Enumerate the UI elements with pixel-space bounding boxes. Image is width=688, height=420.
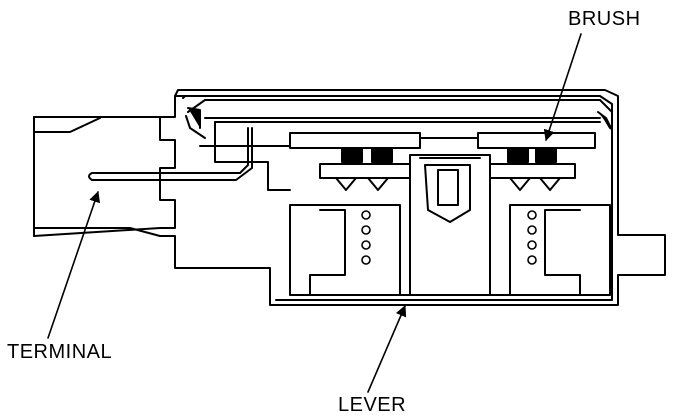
lever [399, 154, 511, 296]
lever-label: LEVER [338, 394, 407, 416]
cover-plate [204, 117, 601, 191]
outer-housing [174, 89, 666, 306]
connector-housing [33, 95, 191, 256]
leader-arrows [47, 33, 582, 393]
terminal-label: TERMINAL [7, 341, 113, 363]
brush-label: BRUSH [568, 8, 641, 30]
brush-assembly [319, 147, 576, 191]
terminal-conductor [88, 127, 291, 181]
springs [361, 210, 537, 265]
